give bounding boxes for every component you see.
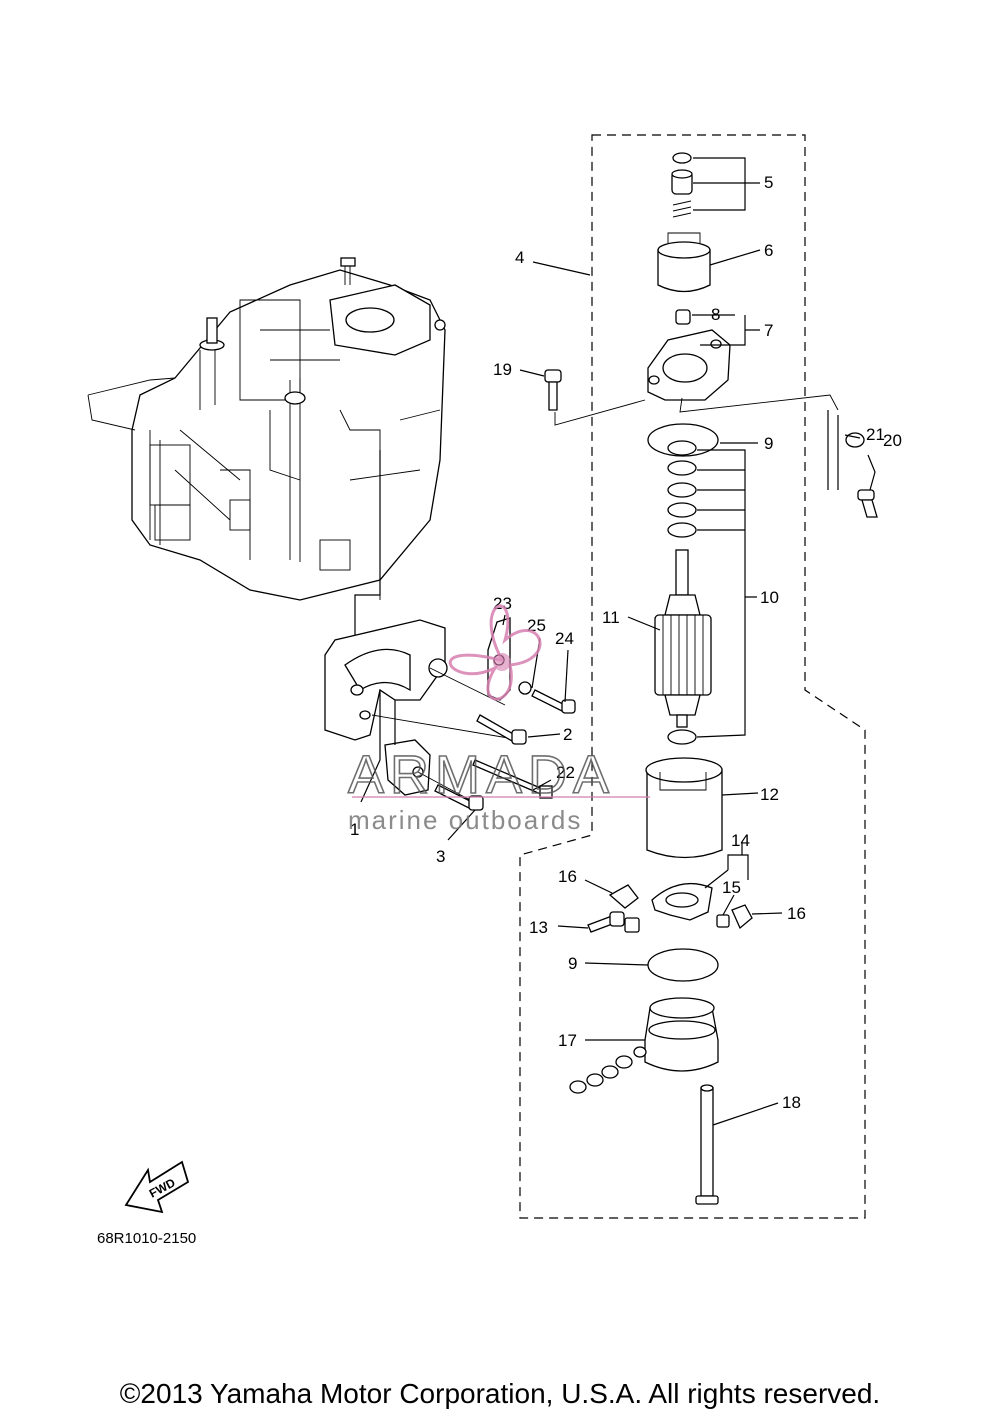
callout-18: 18	[782, 1093, 801, 1112]
callout-13: 13	[529, 918, 548, 937]
callout-4: 4	[515, 248, 524, 267]
armada-watermark: ARMADA marine outboards	[347, 604, 650, 835]
fwd-arrow-icon: FWD	[124, 1160, 190, 1214]
starter-motor-parts	[544, 152, 878, 1205]
callout-16-right: 16	[787, 904, 806, 923]
callout-20: 20	[883, 431, 902, 450]
watermark-subtitle: marine outboards	[348, 805, 582, 835]
callout-9-lower: 9	[568, 954, 577, 973]
callout-12: 12	[760, 785, 779, 804]
callout-1: 1	[350, 820, 359, 839]
callout-6: 6	[764, 241, 773, 260]
callout-2: 2	[563, 725, 572, 744]
callout-24: 24	[555, 629, 574, 648]
callout-3: 3	[436, 847, 445, 866]
copyright-notice: ©2013 Yamaha Motor Corporation, U.S.A. A…	[119, 1378, 881, 1409]
engine-block-illustration	[87, 257, 446, 601]
callout-16-left: 16	[558, 867, 577, 886]
callout-labels: 1 2 3 4 5 6 7 8 9 10 11 12 13 14 15 16 1…	[350, 173, 902, 1112]
callout-21: 21	[866, 425, 885, 444]
callout-19: 19	[493, 360, 512, 379]
assembly-group-outline	[519, 134, 866, 1219]
callout-14: 14	[731, 831, 750, 850]
callout-10: 10	[760, 588, 779, 607]
callout-7: 7	[764, 321, 773, 340]
callout-8: 8	[711, 305, 720, 324]
callout-9-upper: 9	[764, 434, 773, 453]
callout-15: 15	[722, 878, 741, 897]
leader-lines	[360, 157, 876, 1126]
callout-17: 17	[558, 1031, 577, 1050]
callout-11: 11	[602, 608, 620, 627]
callout-23: 23	[493, 594, 512, 613]
starter-bracket-assembly	[324, 450, 576, 811]
watermark-title: ARMADA	[348, 745, 615, 805]
callout-5: 5	[764, 173, 773, 192]
drawing-code: 68R1010-2150	[97, 1230, 196, 1247]
callout-22: 22	[556, 763, 575, 782]
